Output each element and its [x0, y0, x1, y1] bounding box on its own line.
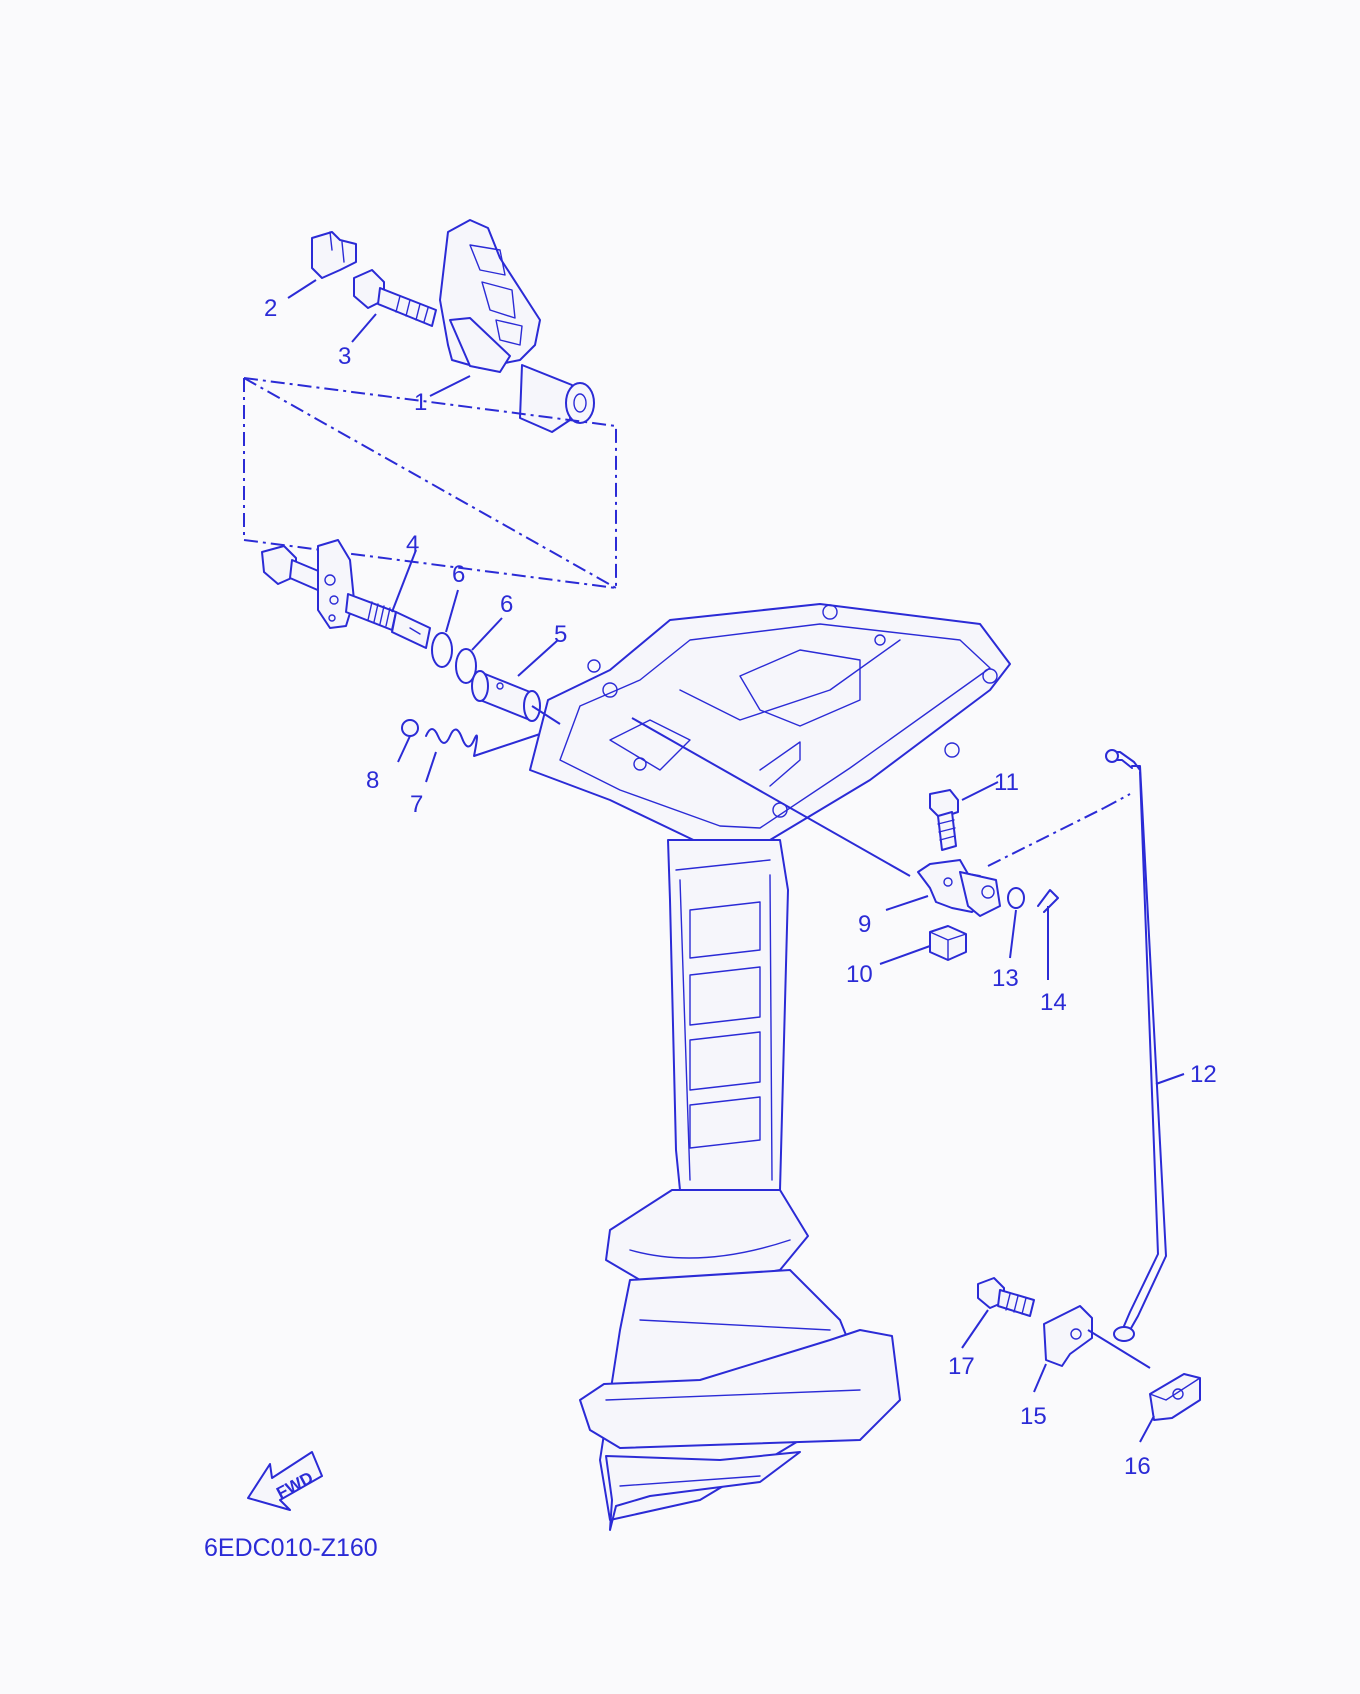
- part-6-o-ring-b[interactable]: [455, 648, 477, 684]
- part-15-clip[interactable]: [1043, 1305, 1151, 1369]
- callout-16: 16: [1124, 1453, 1151, 1480]
- callout-17: 17: [948, 1353, 975, 1380]
- part-4-throttle-shaft[interactable]: [261, 539, 431, 649]
- part-8-ball[interactable]: [401, 719, 419, 737]
- callout-2: 2: [264, 295, 277, 322]
- callout-numbers: 1 2 3 4 6 6 5 8 7 11 9 10 13 14 12 17 15…: [264, 295, 1217, 1480]
- callout-4: 4: [406, 531, 419, 558]
- callout-1: 1: [414, 389, 427, 416]
- forward-direction-arrow-icon: FWD: [247, 1451, 323, 1511]
- part-3-bolt[interactable]: [353, 269, 437, 327]
- part-13-washer[interactable]: [1007, 887, 1025, 909]
- part-7-spring[interactable]: [425, 728, 541, 757]
- part-9-bracket[interactable]: [917, 859, 1001, 917]
- callout-14: 14: [1040, 989, 1067, 1016]
- assembly-guide-line-2: [243, 377, 617, 589]
- part-2-clip[interactable]: [311, 231, 357, 279]
- part-17-bolt[interactable]: [977, 1277, 1035, 1317]
- callout-10: 10: [846, 961, 873, 988]
- diagram-code: 6EDC010-Z160: [204, 1534, 378, 1562]
- assembly-guide-line: [243, 377, 617, 589]
- callout-6b: 6: [500, 591, 513, 618]
- callout-15: 15: [1020, 1403, 1047, 1430]
- callout-7: 7: [410, 791, 423, 818]
- callout-12: 12: [1190, 1061, 1217, 1088]
- part-10-block[interactable]: [929, 925, 967, 961]
- callout-13: 13: [992, 965, 1019, 992]
- part-16-block[interactable]: [1149, 1373, 1201, 1421]
- callout-5: 5: [554, 621, 567, 648]
- callout-11: 11: [994, 769, 1019, 796]
- drive-shaft-housing: [529, 603, 1011, 1531]
- part-6-o-ring-a[interactable]: [431, 632, 453, 668]
- callout-leaders: [287, 279, 1185, 1443]
- callout-8: 8: [366, 767, 379, 794]
- callout-3: 3: [338, 343, 351, 370]
- part-12-link-rod[interactable]: [1105, 749, 1167, 1342]
- part-11-bolt[interactable]: [929, 789, 959, 851]
- rod-guide-line-2: [1103, 793, 1131, 809]
- assembly-leader: [631, 717, 911, 877]
- part-14-cotter-pin[interactable]: [1037, 889, 1059, 913]
- callout-9: 9: [858, 911, 871, 938]
- rod-guide-line: [987, 807, 1105, 867]
- part-5-sleeve[interactable]: [471, 670, 541, 722]
- callout-6a: 6: [452, 561, 465, 588]
- part-1-tiller-handle[interactable]: [439, 219, 595, 433]
